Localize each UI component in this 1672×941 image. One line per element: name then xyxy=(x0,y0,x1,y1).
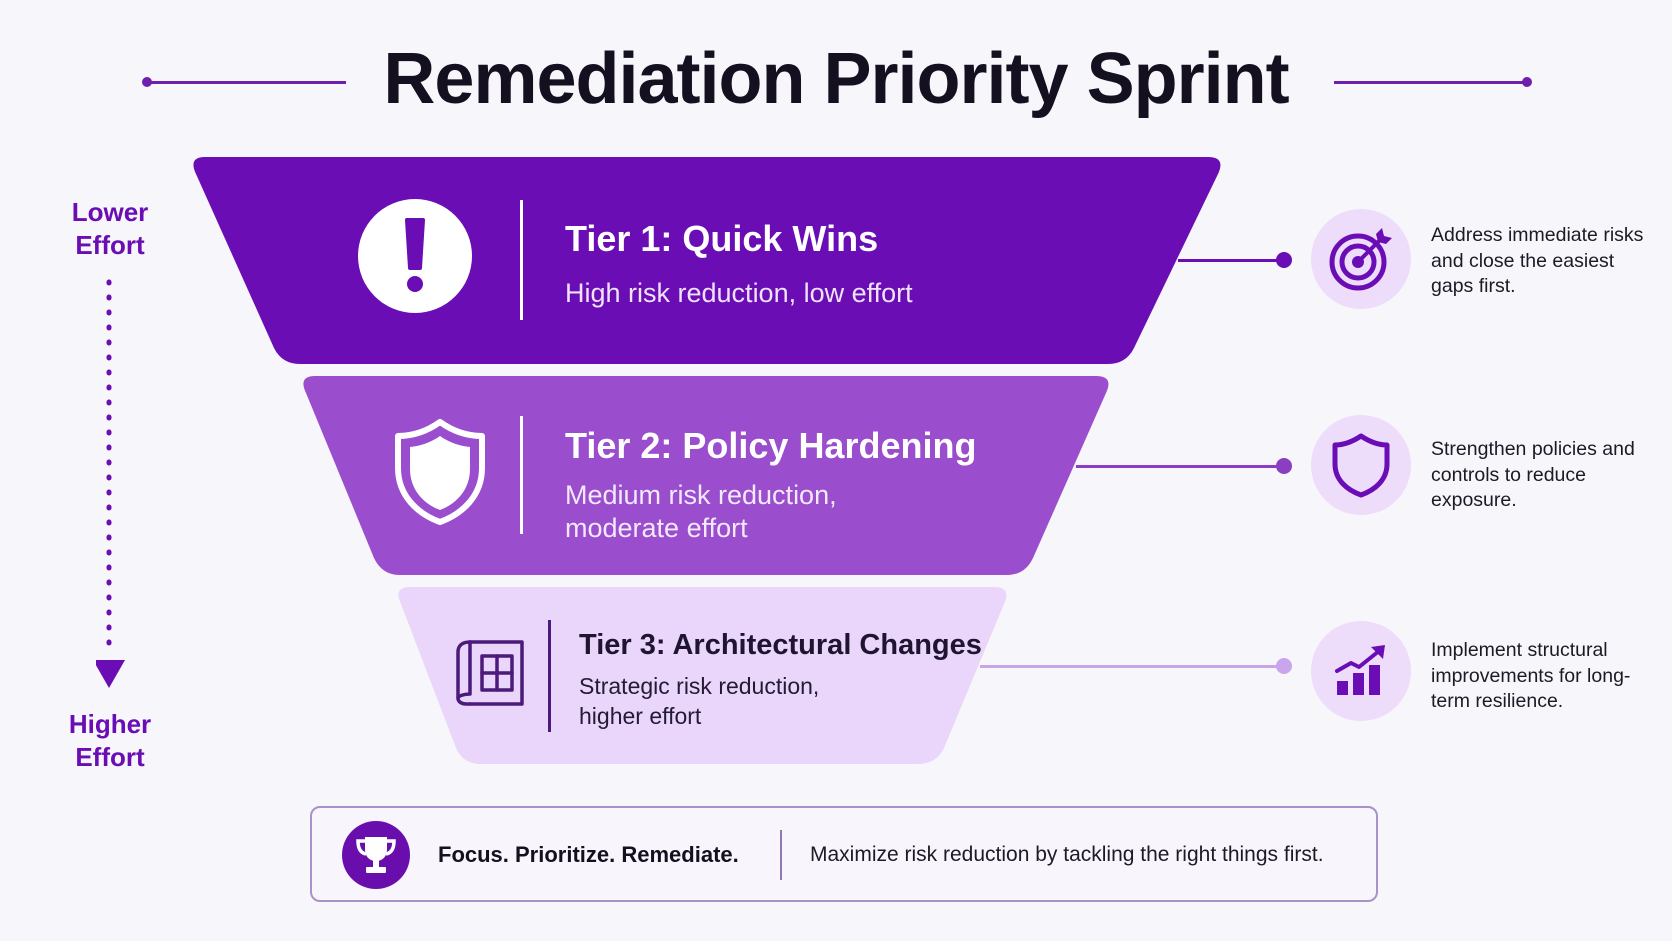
title-left-rule xyxy=(146,81,346,84)
page-title: Remediation Priority Sprint xyxy=(383,39,1289,119)
tier-2-subtitle: Medium risk reduction, moderate effort xyxy=(565,480,837,543)
tier-2-title: Tier 2: Policy Hardening xyxy=(565,425,977,466)
trophy-icon xyxy=(342,821,410,889)
lower-effort-label: Lower Effort xyxy=(71,197,149,260)
footer-divider xyxy=(780,830,782,880)
footer-tagline: Focus. Prioritize. Remediate. xyxy=(438,842,739,867)
tier-3-connector-dot xyxy=(1276,658,1292,674)
tier-1-connector-dot xyxy=(1276,252,1292,268)
tier-1-band xyxy=(193,157,1221,364)
exclamation-icon xyxy=(358,199,472,313)
tier-1-description: Address immediate risks and close the ea… xyxy=(1431,224,1644,297)
tier-3-description: Implement structural improvements for lo… xyxy=(1431,639,1631,712)
shield-outline-icon xyxy=(1311,415,1411,515)
higher-effort-label: Higher Effort xyxy=(68,709,152,772)
tier-2-divider xyxy=(520,416,523,534)
effort-arrow xyxy=(96,279,125,688)
target-icon xyxy=(1311,209,1411,309)
tier-3-title: Tier 3: Architectural Changes xyxy=(579,629,982,661)
footer-banner: Focus. Prioritize. Remediate. Maximize r… xyxy=(310,806,1378,902)
tier-1-divider xyxy=(520,200,523,320)
title-right-rule xyxy=(1334,81,1530,84)
title-right-dot xyxy=(1522,77,1532,87)
tier-3-subtitle: Strategic risk reduction, higher effort xyxy=(579,673,820,729)
tier-1-connector xyxy=(1178,259,1284,262)
tier-2-band xyxy=(303,376,1109,575)
blueprint-icon xyxy=(456,640,524,706)
tier-1-title: Tier 1: Quick Wins xyxy=(565,218,879,259)
growth-chart-icon xyxy=(1311,621,1411,721)
tier-1-subtitle: High risk reduction, low effort xyxy=(565,278,913,308)
shield-icon xyxy=(395,419,485,525)
tier-2-connector-dot xyxy=(1276,458,1292,474)
tier-2-description: Strengthen policies and controls to redu… xyxy=(1431,438,1635,511)
tier-3-divider xyxy=(548,620,551,732)
tier-2-connector xyxy=(1076,465,1284,468)
tier-3-connector xyxy=(980,665,1284,668)
footer-message: Maximize risk reduction by tackling the … xyxy=(810,843,1324,866)
